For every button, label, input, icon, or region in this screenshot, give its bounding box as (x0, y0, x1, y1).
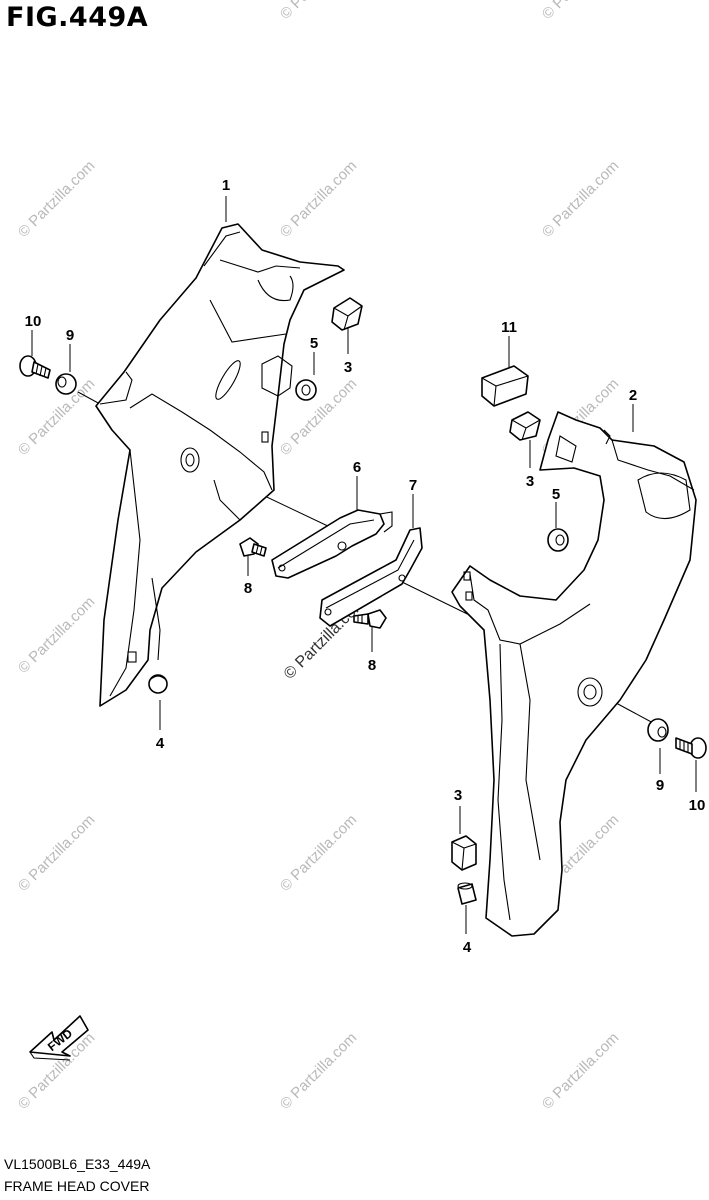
callout-10: 10 (25, 313, 42, 330)
watermark: © Partzilla.com (15, 593, 98, 676)
part-2-right-frame-head-cover (451, 411, 697, 937)
callout-9: 9 (656, 777, 664, 794)
callout-4: 4 (156, 735, 165, 752)
callout-3: 3 (526, 473, 534, 490)
watermark: © Partzilla.com (15, 157, 98, 240)
callout-5: 5 (552, 486, 560, 503)
watermark: © Partzilla.com (277, 1029, 360, 1112)
part-10-bolt-right (675, 737, 707, 759)
callout-4: 4 (463, 939, 472, 956)
callout-11: 11 (501, 319, 517, 336)
part-5-grommet-right (547, 528, 569, 552)
callout-2: 2 (629, 387, 637, 404)
watermark: © Partzilla.com (539, 157, 622, 240)
part-9-washer-right (647, 718, 669, 742)
part-5-grommet-left (295, 379, 317, 401)
part-6-bracket (271, 509, 393, 579)
watermark: © Partzilla.com (277, 811, 360, 894)
part-4-nut-left (148, 674, 168, 694)
callout-1: 1 (222, 177, 230, 194)
part-8-screw-lower (353, 609, 387, 629)
callout-5: 5 (310, 335, 318, 352)
diagram-caption: FRAME HEAD COVER (4, 1178, 150, 1194)
part-7-bracket (319, 527, 423, 627)
diagram-code: VL1500BL6_E33_449A (4, 1156, 151, 1172)
watermark: © Partzilla.com (277, 0, 360, 23)
part-10-bolt-left (19, 355, 51, 379)
part-11-pad (481, 365, 529, 407)
part-8-screw-upper (239, 537, 267, 557)
part-4-nut-right (457, 882, 477, 905)
part-3-cushion-upper (331, 297, 363, 331)
watermark: © Partzilla.com (539, 0, 622, 23)
callout-8: 8 (244, 580, 252, 597)
part-3-cushion-right (509, 411, 541, 441)
callout-3: 3 (454, 787, 462, 804)
small-parts (19, 297, 707, 905)
callout-7: 7 (409, 477, 417, 494)
part-9-washer-left (55, 373, 77, 395)
watermark: © Partzilla.com (539, 1029, 622, 1112)
watermark: © Partzilla.com (277, 157, 360, 240)
part-1-left-frame-head-cover (95, 223, 345, 707)
callout-6: 6 (353, 459, 361, 476)
callout-10: 10 (689, 797, 706, 814)
callout-3: 3 (344, 359, 352, 376)
callout-9: 9 (66, 327, 74, 344)
watermark: © Partzilla.com (15, 811, 98, 894)
callout-8: 8 (368, 657, 376, 674)
callouts: 1 2 3 3 3 4 4 5 5 6 7 8 8 9 9 10 10 11 (25, 177, 706, 956)
figure-title: FIG.449A (6, 2, 149, 33)
